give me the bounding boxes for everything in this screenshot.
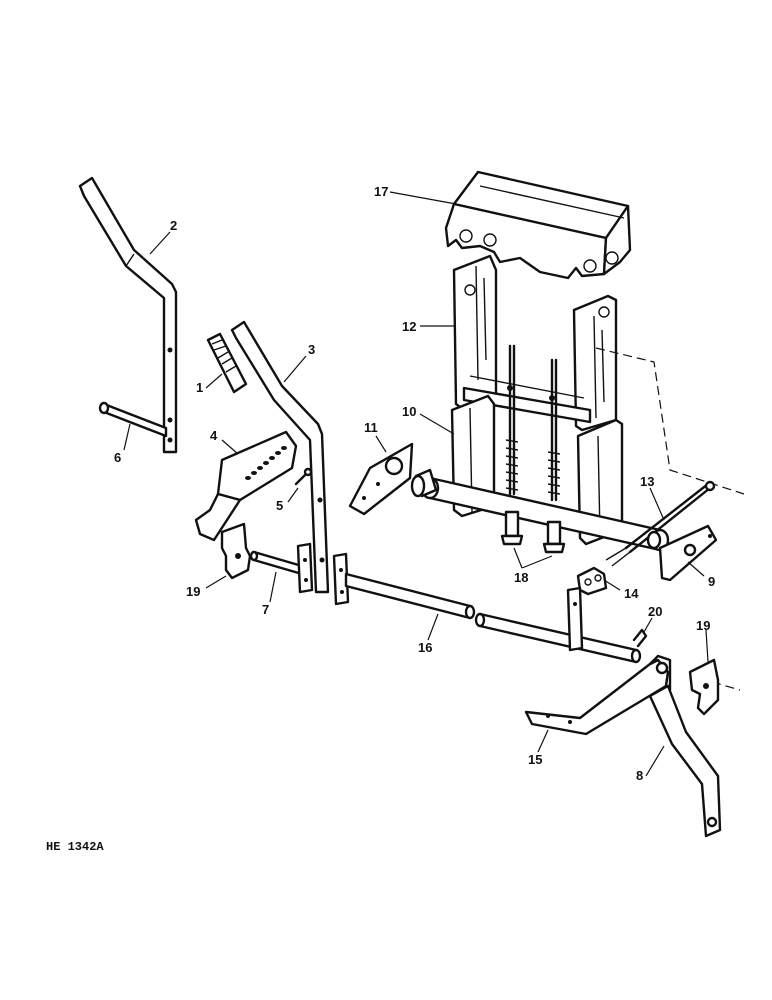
leader-11 — [375, 435, 387, 453]
callout-10: 10 — [402, 404, 416, 419]
callout-19-left: 19 — [186, 584, 200, 599]
part-12-upper-frame — [452, 254, 618, 432]
callout-1: 1 — [196, 380, 203, 395]
part-14-clevis — [576, 566, 608, 596]
leader-18 — [513, 547, 553, 569]
drawing-code: HE 1342A — [46, 840, 104, 854]
leader-7 — [269, 571, 277, 603]
leader-10 — [419, 413, 455, 435]
leader-17 — [389, 191, 457, 205]
part-19-clip-right — [688, 658, 720, 716]
callout-2: 2 — [170, 218, 177, 233]
leader-5 — [287, 487, 299, 503]
part-2-lever — [78, 176, 178, 454]
leader-16 — [427, 613, 439, 641]
leader-13 — [649, 487, 665, 521]
leader-lines — [123, 191, 709, 777]
part-11-bearing-plate — [348, 442, 414, 516]
callout-12: 12 — [402, 319, 416, 334]
leader-3 — [283, 355, 307, 383]
leader-8 — [645, 745, 665, 777]
part-3-lever — [230, 320, 330, 594]
leader-9 — [687, 561, 705, 577]
leader-20 — [643, 617, 653, 633]
callout-18: 18 — [514, 570, 528, 585]
callout-3: 3 — [308, 342, 315, 357]
leader-15 — [537, 729, 549, 753]
part-10-lower-frame — [410, 394, 670, 552]
part-18-screws — [500, 344, 566, 554]
callout-19-right: 19 — [696, 618, 710, 633]
part-15-bracket — [524, 654, 672, 736]
part-20-cotter-pin — [632, 628, 648, 648]
callout-7: 7 — [262, 602, 269, 617]
callout-5: 5 — [276, 498, 283, 513]
part-13-link-rod — [605, 480, 716, 567]
part-17-cover — [444, 170, 632, 280]
callout-6: 6 — [114, 450, 121, 465]
leader-14 — [603, 579, 621, 591]
part-16-arm — [566, 586, 584, 652]
callout-13: 13 — [640, 474, 654, 489]
part-3-plate — [332, 552, 350, 606]
callout-16: 16 — [418, 640, 432, 655]
part-7-shaft — [249, 542, 314, 594]
callout-14: 14 — [624, 586, 639, 601]
callout-11: 11 — [364, 420, 378, 435]
callout-20: 20 — [648, 604, 662, 619]
callout-8: 8 — [636, 768, 643, 783]
part-4-quadrant — [194, 430, 298, 542]
part-6-pin — [98, 401, 168, 438]
callout-17: 17 — [374, 184, 388, 199]
callout-4: 4 — [210, 428, 218, 443]
part-9-plate — [658, 524, 718, 582]
part-8-support-arm — [648, 684, 722, 838]
part-1-grip — [206, 332, 248, 394]
leader-4 — [221, 439, 239, 455]
part-5-bolt — [294, 467, 313, 486]
callout-numbers: 2 1 3 6 4 5 11 17 12 10 19 7 16 18 13 9 … — [114, 184, 715, 783]
leader-1 — [205, 373, 223, 389]
part-16-shaft — [344, 572, 642, 664]
callout-15: 15 — [528, 752, 542, 767]
part-19-clip-left — [220, 522, 252, 580]
leader-2 — [149, 231, 171, 255]
alignment-line — [595, 347, 745, 495]
leader-6 — [123, 423, 131, 451]
callout-9: 9 — [708, 574, 715, 589]
leader-19a — [205, 575, 227, 589]
leader-19b — [705, 629, 709, 663]
